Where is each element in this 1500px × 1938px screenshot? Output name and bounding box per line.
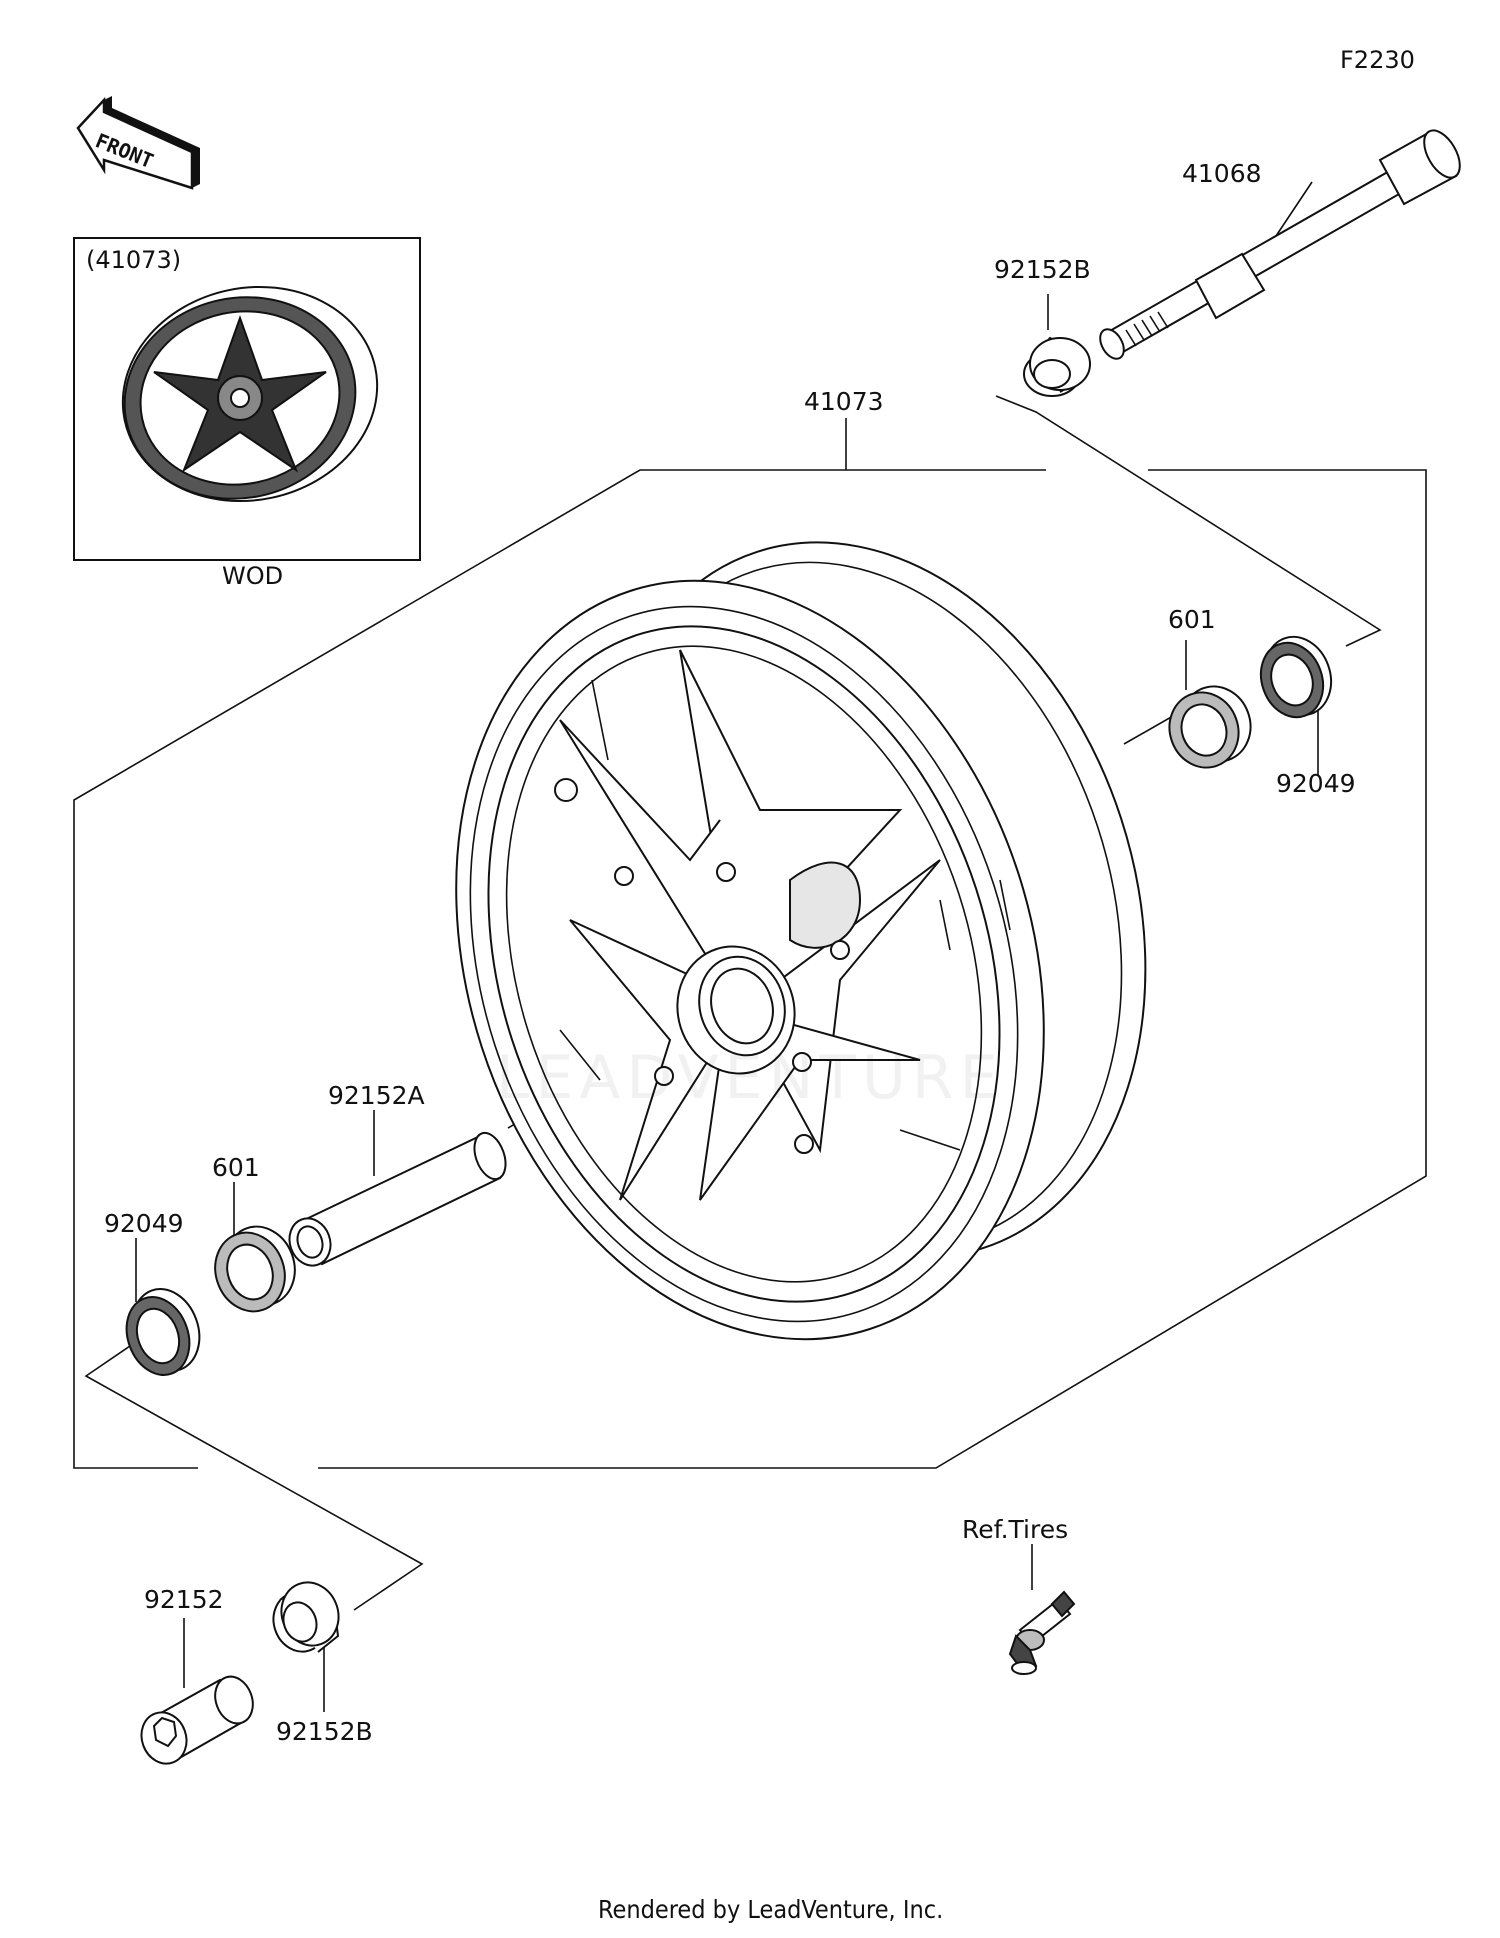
seal-right-icon xyxy=(1259,635,1333,719)
label-spacer-center: 92152A xyxy=(328,1081,425,1110)
label-bearing-left: 601 xyxy=(212,1153,260,1182)
collar-top-icon xyxy=(1023,336,1091,397)
collar-bottom-right-icon xyxy=(272,1581,340,1653)
front-arrow-icon: FRONT xyxy=(76,96,200,190)
wheel-hub-icon xyxy=(554,778,850,1154)
spacer-center-icon xyxy=(288,1131,507,1267)
label-collar-bottom-right: 92152B xyxy=(276,1717,373,1746)
label-collar-bottom-left: 92152 xyxy=(144,1585,224,1614)
footer-credit: Rendered by LeadVenture, Inc. xyxy=(598,1895,943,1924)
bearing-left-icon xyxy=(214,1225,296,1313)
label-bearing-right: 601 xyxy=(1168,605,1216,634)
label-axle: 41068 xyxy=(1182,159,1262,188)
label-wheel: 41073 xyxy=(804,387,884,416)
assembly-outline xyxy=(73,418,1427,1469)
axle-part-icon xyxy=(1099,129,1461,360)
label-collar-top: 92152B xyxy=(994,255,1091,284)
wheel-part-icon xyxy=(455,541,1147,1341)
collar-bottom-left-icon xyxy=(140,1675,254,1765)
watermark: LEADVENTURE xyxy=(496,1043,1004,1113)
label-valve-ref: Ref.Tires xyxy=(962,1515,1068,1544)
inset-ref-label: (41073) xyxy=(86,246,181,274)
inset-panel: (41073) WOD xyxy=(73,237,421,590)
seal-left-icon xyxy=(125,1288,201,1376)
label-seal-right: 92049 xyxy=(1276,769,1356,798)
inset-caption: WOD xyxy=(222,562,283,590)
tire-valve-icon xyxy=(1008,1590,1076,1675)
bearing-right-icon xyxy=(1168,685,1252,769)
label-seal-left: 92049 xyxy=(104,1209,184,1238)
inset-wheel-icon xyxy=(121,285,379,503)
wheel-hatch-marks xyxy=(559,679,1011,1151)
diagram-code: F2230 xyxy=(1340,46,1415,74)
